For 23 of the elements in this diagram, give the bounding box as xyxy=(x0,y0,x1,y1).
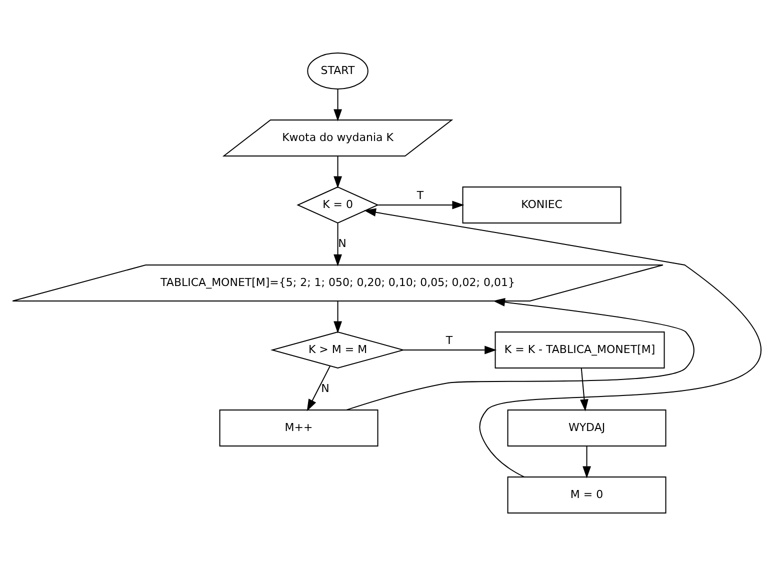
arrow xyxy=(378,200,464,209)
arrow xyxy=(582,445,591,478)
edge-label: T xyxy=(446,333,453,346)
arrow xyxy=(402,345,497,354)
node-box: K = K - TABLICA_MONET[M] xyxy=(494,331,665,368)
node-box: WYDAJ xyxy=(507,409,666,446)
arrow xyxy=(334,88,342,121)
node-box: KONIEC xyxy=(462,186,622,223)
arrow xyxy=(334,155,342,188)
node-diamond: K = 0 xyxy=(296,186,379,224)
arrow xyxy=(334,222,342,266)
arrow xyxy=(346,298,694,410)
node-diamond: K > M = M xyxy=(270,330,406,368)
node-box: M = 0 xyxy=(507,476,666,513)
node-ellipse: START xyxy=(307,52,368,89)
edge-label: T xyxy=(416,188,424,202)
arrow xyxy=(306,365,331,411)
edge-label: N xyxy=(338,236,346,250)
arrow xyxy=(580,367,588,411)
node-box: M++ xyxy=(219,409,378,446)
edge-label: N xyxy=(321,381,330,394)
arrow xyxy=(334,300,342,333)
arrow xyxy=(364,208,761,477)
